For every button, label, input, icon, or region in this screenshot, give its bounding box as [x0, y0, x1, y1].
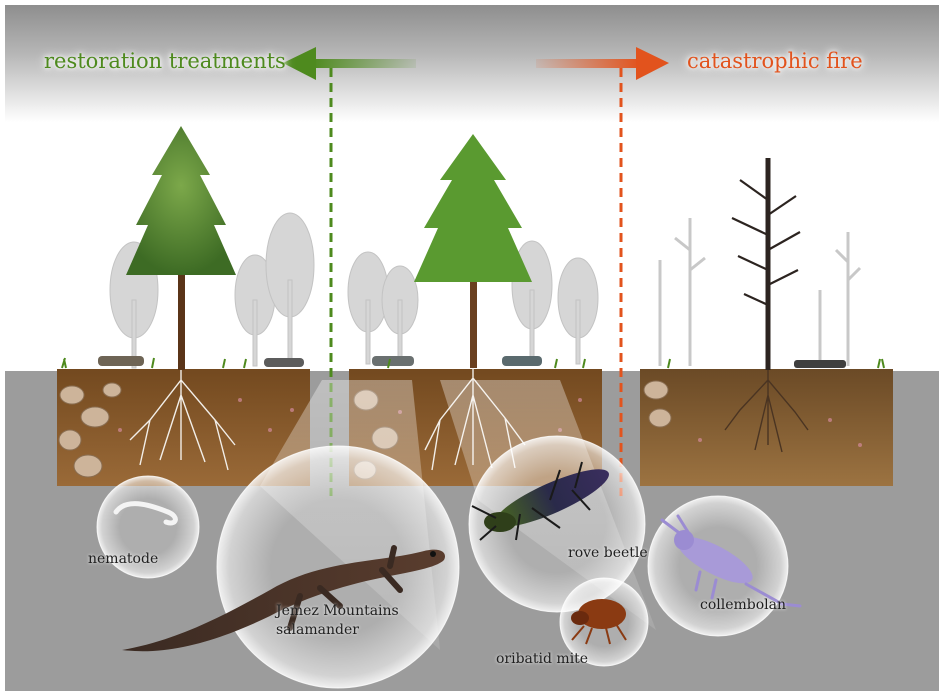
oribatid-mite-label: oribatid mite: [496, 651, 588, 667]
catastrophic-fire-label: catastrophic fire: [687, 49, 863, 73]
salamander-label: Jemez Mountains salamander: [276, 602, 399, 640]
collembolan-label: collembolan: [700, 597, 786, 613]
salamander-label-line2: salamander: [276, 621, 399, 640]
restoration-treatments-label: restoration treatments: [44, 49, 286, 73]
soil-block-burned: [640, 369, 893, 486]
nematode-label: nematode: [88, 551, 158, 567]
salamander-label-line1: Jemez Mountains: [276, 602, 399, 621]
rove-beetle-label: rove beetle: [568, 545, 648, 561]
